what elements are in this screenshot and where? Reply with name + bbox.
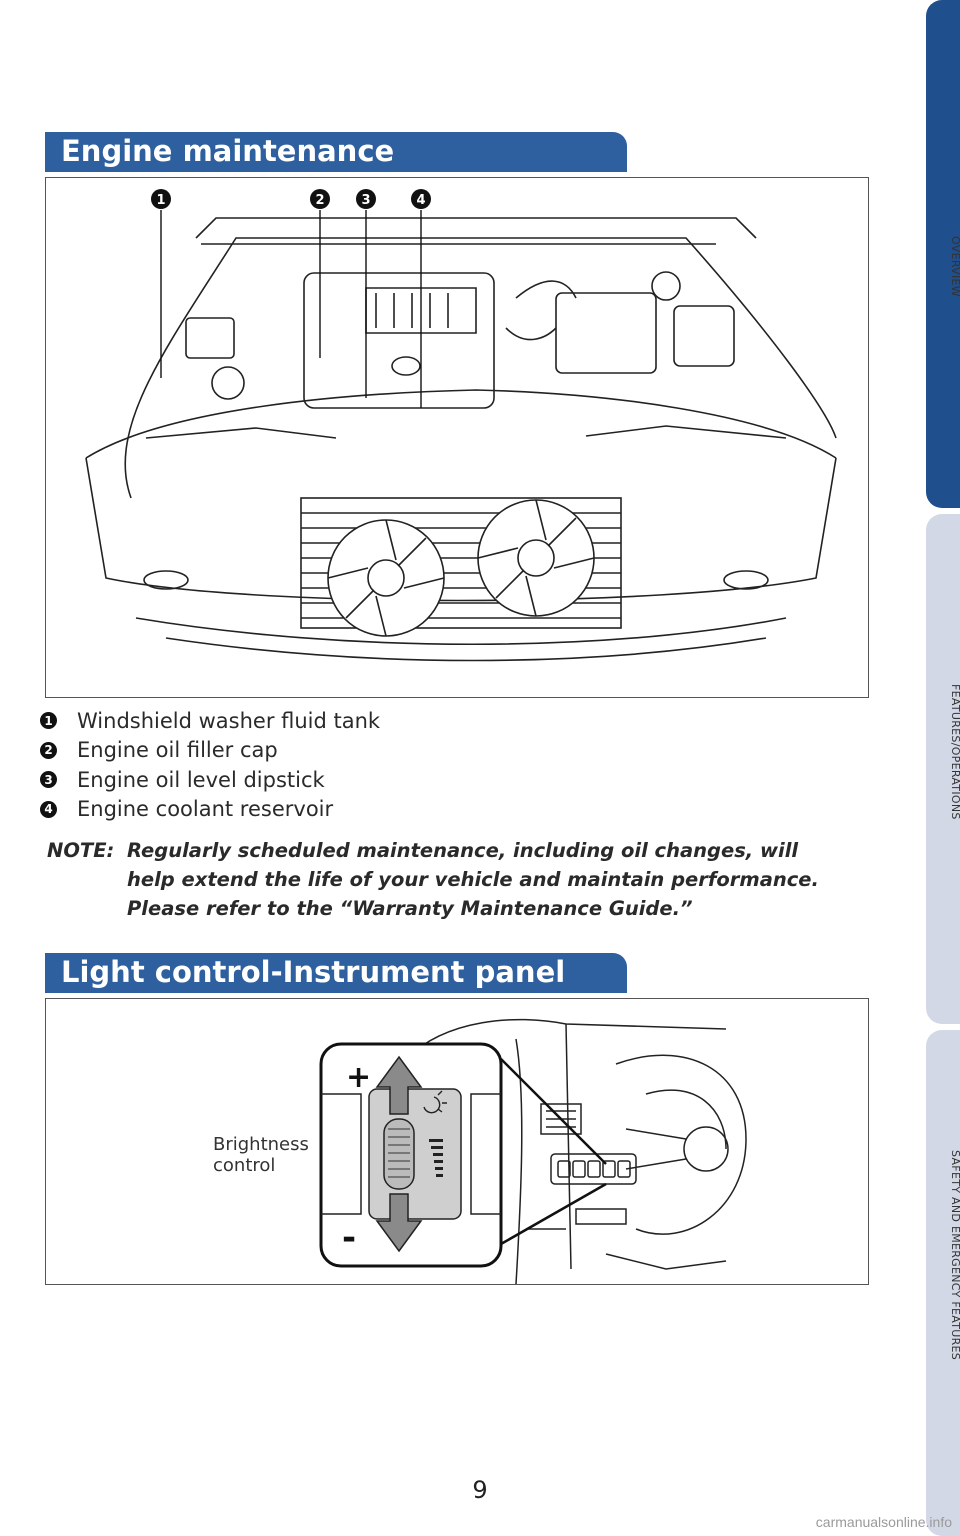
legend-number-badge: 2 bbox=[40, 741, 57, 759]
section-title: Light control-Instrument panel bbox=[61, 955, 566, 989]
svg-text:2: 2 bbox=[315, 193, 324, 208]
svg-text:4: 4 bbox=[416, 193, 425, 208]
legend-text: Engine oil filler cap bbox=[77, 738, 278, 763]
tab-overview-label: OVERVIEW bbox=[949, 236, 960, 297]
legend-text: Engine coolant reservoir bbox=[77, 797, 334, 822]
callout-3: 3 bbox=[356, 189, 376, 209]
engine-legend: 1 Windshield washer fluid tank 2 Engine … bbox=[40, 706, 380, 824]
callout-2: 2 bbox=[310, 189, 330, 209]
side-tabs bbox=[926, 0, 960, 1536]
legend-number-badge: 3 bbox=[40, 771, 57, 789]
callout-1: 1 bbox=[151, 189, 171, 209]
legend-number-badge: 4 bbox=[40, 800, 57, 818]
section-title: Engine maintenance bbox=[61, 134, 395, 168]
section-header-light: Light control-Instrument panel bbox=[45, 953, 627, 993]
legend-item: 3 Engine oil level dipstick bbox=[40, 765, 380, 795]
tab-overview[interactable] bbox=[926, 0, 960, 508]
legend-number-badge: 1 bbox=[40, 712, 57, 730]
legend-text: Windshield washer fluid tank bbox=[77, 708, 381, 733]
note-line-3: Please refer to the “Warranty Maintenanc… bbox=[127, 897, 693, 920]
tab-features-label: FEATURES/OPERATIONS bbox=[949, 684, 960, 820]
section-header-engine: Engine maintenance bbox=[45, 132, 627, 172]
legend-item: 2 Engine oil filler cap bbox=[40, 736, 380, 766]
legend-text: Engine oil level dipstick bbox=[77, 767, 325, 792]
tab-features-operations[interactable] bbox=[926, 514, 960, 1024]
brightness-control-label: Brightness control bbox=[213, 1134, 309, 1176]
plus-sign: + bbox=[346, 1060, 371, 1095]
watermark: carmanualsonline.info bbox=[815, 1514, 952, 1530]
maintenance-note: NOTE: Regularly scheduled maintenance, in… bbox=[47, 836, 867, 923]
minus-sign: - bbox=[342, 1218, 356, 1258]
legend-item: 1 Windshield washer fluid tank bbox=[40, 706, 380, 736]
page-number: 9 bbox=[472, 1476, 488, 1504]
note-line-1: Regularly scheduled maintenance, includi… bbox=[127, 839, 799, 862]
tab-safety-label: SAFETY AND EMERGENCY FEATURES bbox=[949, 1150, 960, 1361]
callout-4: 4 bbox=[411, 189, 431, 209]
dashboard-illustration: + - bbox=[319, 1018, 747, 1284]
tab-safety-emergency[interactable] bbox=[926, 1030, 960, 1536]
engine-bay-illustration: 1 2 3 4 bbox=[85, 189, 837, 662]
svg-text:1: 1 bbox=[156, 193, 165, 208]
note-label: NOTE: bbox=[47, 839, 115, 862]
svg-text:3: 3 bbox=[361, 193, 370, 208]
engine-figure: 1 2 3 4 bbox=[45, 177, 869, 698]
note-line-2: help extend the life of your vehicle and… bbox=[127, 868, 819, 891]
light-control-figure: + - Brightness control bbox=[45, 998, 869, 1285]
legend-item: 4 Engine coolant reservoir bbox=[40, 795, 380, 825]
